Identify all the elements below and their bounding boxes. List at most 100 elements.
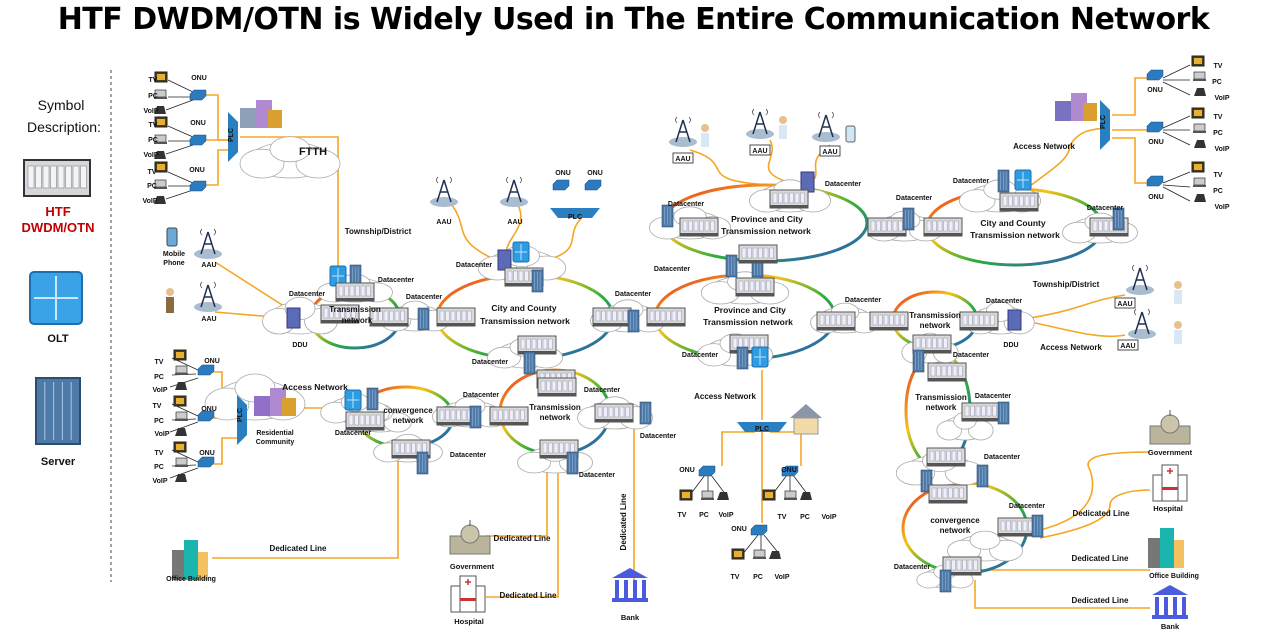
ddu-icon [800, 171, 815, 193]
house-icon [790, 404, 822, 435]
network-name-label: Province and City [731, 214, 803, 224]
server-icon [366, 387, 379, 411]
network-name-label: Transmission network [970, 230, 1060, 240]
server-icon [939, 569, 952, 593]
pc-icon [1193, 123, 1206, 133]
fiber-line [212, 440, 399, 559]
residential-houses-icon [240, 100, 282, 128]
pc-icon [701, 490, 714, 500]
onu-icon [552, 179, 570, 191]
network-name-label: City and County [980, 218, 1045, 228]
aau-tower-icon [669, 116, 697, 147]
onu-label: ONU [555, 170, 571, 177]
network-name-label: Transmission [529, 403, 581, 412]
fiber-line [210, 437, 242, 465]
fiber-line [974, 580, 1150, 609]
site-label: DDU [1003, 342, 1018, 349]
datacenter-label: Datacenter [463, 392, 499, 399]
datacenter-label: Datacenter [406, 294, 442, 301]
network-name-label: network [940, 526, 971, 535]
terminal-label: TV [155, 359, 164, 366]
network-name-label: Transmission network [703, 317, 793, 327]
pc-icon [175, 411, 188, 421]
dedicated-line-label: Dedicated Line [1072, 596, 1129, 605]
legend-label-htf: HTF [45, 204, 70, 219]
datacenter-label: Datacenter [378, 277, 414, 284]
otn-device-icon [869, 311, 909, 331]
voip-phone-icon [154, 151, 166, 159]
pc-icon [175, 365, 188, 375]
terminal-label: PC [154, 374, 164, 381]
network-name-label: network [920, 321, 951, 330]
terminal-label: PC [699, 512, 709, 519]
user-icon [1174, 321, 1182, 344]
terminal-label: TV [148, 169, 157, 176]
government-building-icon [1149, 410, 1191, 445]
bank-icon [1152, 585, 1188, 619]
aau-label: AAU [201, 316, 216, 323]
aau-box [672, 152, 694, 164]
datacenter-label: Datacenter [894, 564, 930, 571]
dedicated-line-label: Dedicated Line [270, 544, 327, 553]
server-icon [912, 349, 925, 373]
terminal-label: PC [1212, 79, 1222, 86]
government-building-icon [449, 520, 491, 555]
device-link [741, 534, 759, 556]
olt-icon [512, 241, 530, 263]
otn-device-icon [679, 217, 719, 237]
server-icon [902, 207, 915, 231]
datacenter-label: Datacenter [1087, 205, 1123, 212]
user-icon [1174, 281, 1182, 304]
aau-tower-icon [1128, 308, 1156, 339]
datacenter-label: Datacenter [986, 298, 1022, 305]
otn-device-icon [320, 304, 360, 324]
terminal-label: PC [154, 464, 164, 471]
tv-icon [1191, 55, 1205, 67]
ddu-icon [497, 249, 512, 271]
voip-phone-icon [1194, 140, 1206, 148]
plc-label: PLC [228, 128, 235, 142]
fiber-line [1039, 489, 1151, 539]
tv-icon [154, 71, 168, 83]
network-name-label: network [926, 403, 957, 412]
datacenter-label: Datacenter [584, 387, 620, 394]
datacenter-label: Datacenter [896, 195, 932, 202]
terminal-label: TV [155, 450, 164, 457]
datacenter-label: Datacenter [953, 178, 989, 185]
terminal-label: VoIP [143, 108, 158, 115]
fiber-line [205, 149, 233, 186]
site-label: Office Building [166, 576, 216, 583]
pc-icon [753, 549, 766, 559]
dedicated-line-label: Dedicated Line [619, 493, 628, 550]
site-label: Phone [163, 260, 184, 267]
terminal-label: PC [148, 137, 158, 144]
mobile-user-icon [166, 288, 174, 313]
terminal-label: PC [800, 514, 810, 521]
device-link [1162, 184, 1191, 188]
legend-heading: Description: [27, 119, 101, 135]
mobile-phone-icon [845, 125, 856, 143]
onu-icon [1146, 69, 1164, 81]
olt-icon [751, 346, 769, 368]
aau-box [1114, 297, 1136, 309]
plc-splitter-icon [1100, 100, 1110, 150]
datacenter-label: Datacenter [845, 297, 881, 304]
datacenter-label: Datacenter [456, 262, 492, 269]
site-label: DDU [292, 342, 307, 349]
voip-phone-icon [1194, 194, 1206, 202]
server-icon [639, 401, 652, 425]
terminal-label: VoIP [774, 574, 789, 581]
tv-icon [679, 489, 693, 501]
ddu-icon [1007, 309, 1022, 331]
onu-icon [781, 465, 799, 477]
datacenter-label: Datacenter [450, 452, 486, 459]
olt-icon [1014, 169, 1032, 191]
onu-icon [197, 410, 215, 422]
onu-label: ONU [1147, 87, 1163, 94]
onu-label: ONU [191, 75, 207, 82]
terminal-label: VoIP [821, 514, 836, 521]
access-label: Access Network [1013, 142, 1075, 151]
server-icon [523, 351, 536, 375]
server-icon [976, 464, 989, 488]
